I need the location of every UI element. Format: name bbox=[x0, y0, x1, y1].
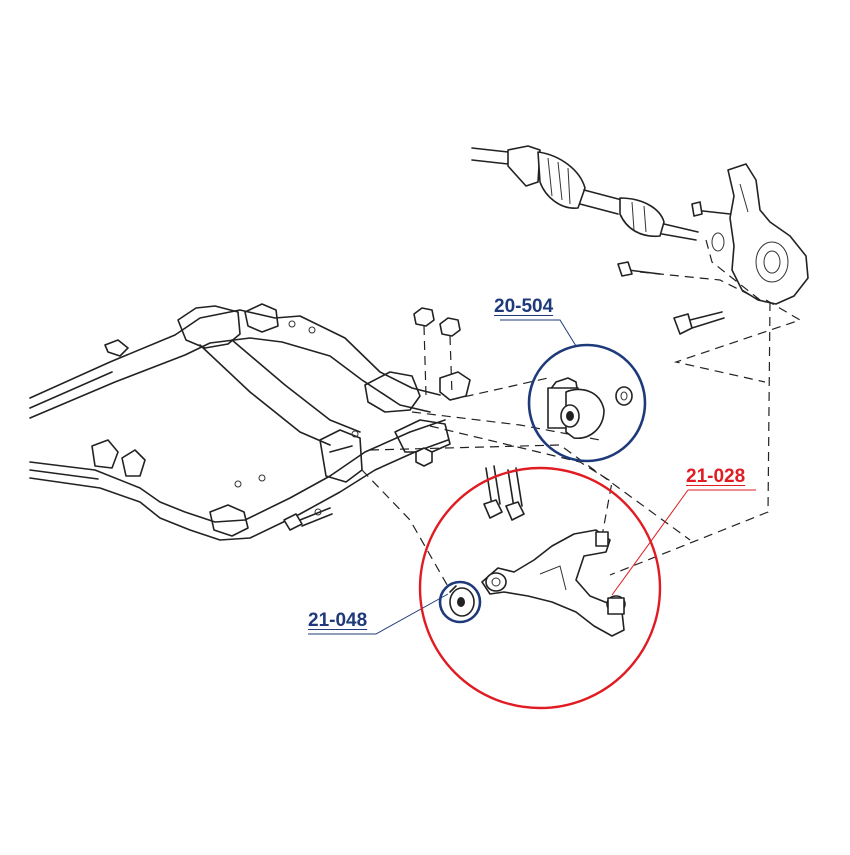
front-bushing bbox=[449, 585, 475, 617]
subframe bbox=[29, 303, 471, 541]
leader-front-bushing bbox=[308, 593, 449, 635]
bushing-assembly bbox=[547, 377, 633, 439]
driveshaft bbox=[471, 145, 725, 252]
callout-label-control-arm: 21-028 bbox=[686, 466, 746, 487]
steering-knuckle bbox=[617, 163, 809, 335]
lower-bolts bbox=[283, 465, 525, 531]
callout-circle-front-bushing bbox=[438, 580, 482, 624]
assembly-lines bbox=[361, 239, 802, 591]
lower-control-arm bbox=[481, 529, 626, 637]
callout-label-front-bushing: 21-048 bbox=[308, 610, 368, 631]
leader-bushing-assembly bbox=[500, 319, 577, 347]
mount-nuts bbox=[413, 307, 461, 467]
leader-control-arm bbox=[611, 489, 756, 596]
callout-circle-control-arm bbox=[418, 466, 662, 710]
callout-label-bushing-assembly: 20-504 bbox=[494, 296, 554, 317]
callout-circle-bushing-assembly bbox=[527, 343, 647, 463]
